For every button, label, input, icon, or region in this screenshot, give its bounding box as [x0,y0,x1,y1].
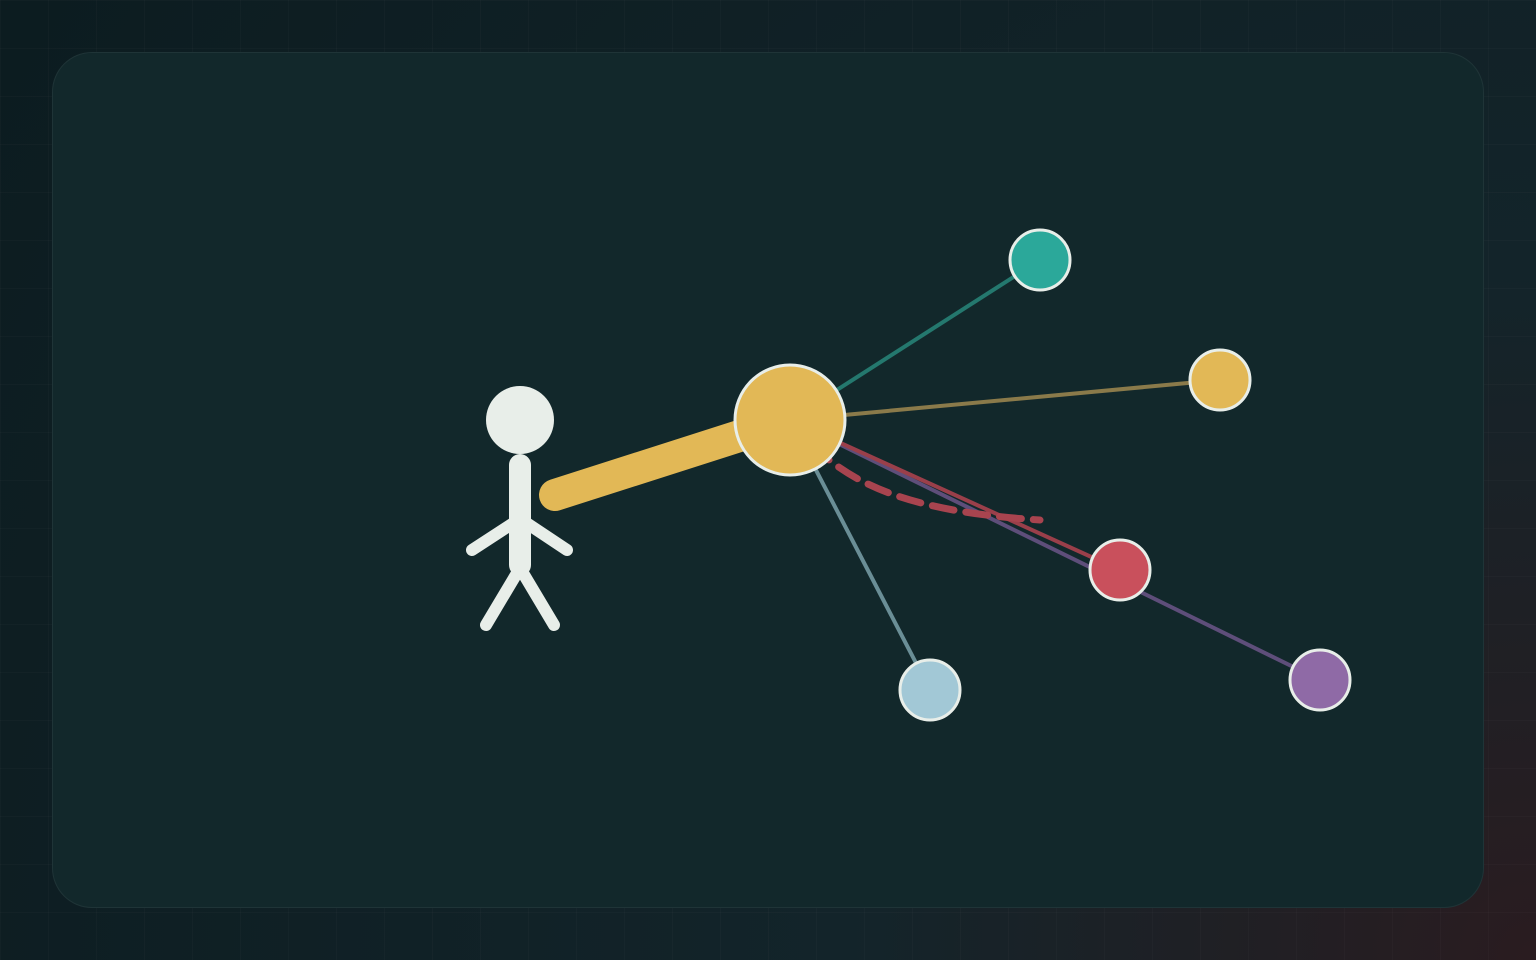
node-teal[interactable] [1008,228,1072,292]
figure-leg-left [480,562,526,631]
node-red[interactable] [1088,538,1152,602]
spoke-line-purple [789,418,1321,682]
figure-arm-right [516,514,573,556]
stick-figure-icon[interactable] [466,386,573,631]
figure-arm-left [466,514,524,556]
node-lightblue[interactable] [898,658,962,722]
node-gold[interactable] [1188,348,1252,412]
diagram-panel [52,52,1484,908]
figure-head [486,386,554,454]
hub-node[interactable] [733,363,847,477]
figure-leg-right [514,562,560,631]
spoke-line-gold [789,378,1221,422]
node-purple[interactable] [1288,648,1352,712]
spoke-line-red [789,418,1121,572]
